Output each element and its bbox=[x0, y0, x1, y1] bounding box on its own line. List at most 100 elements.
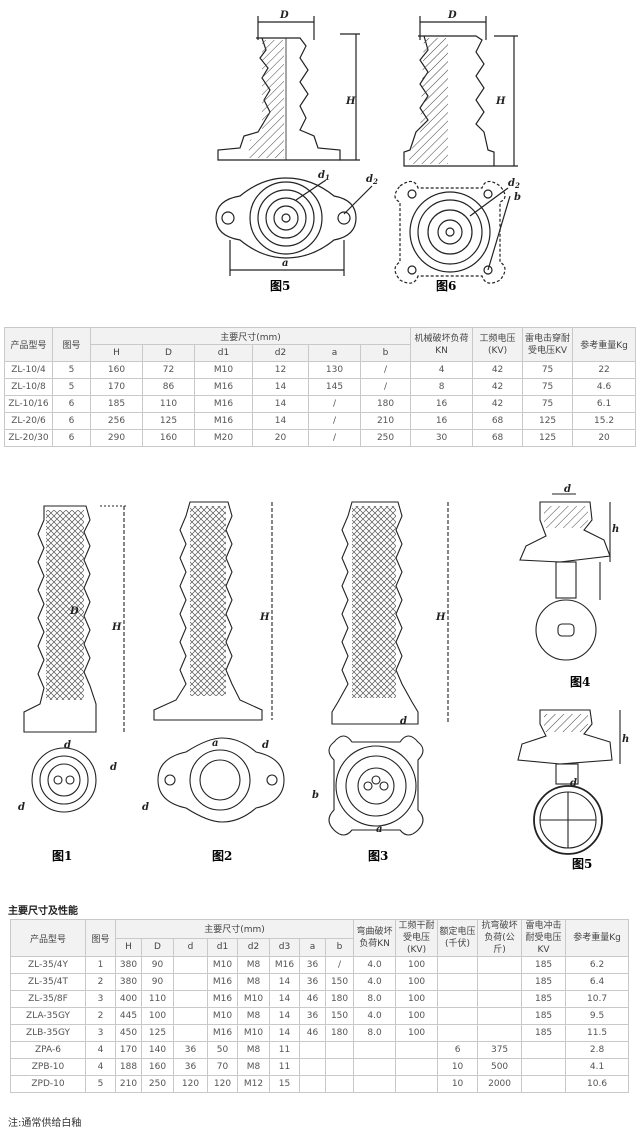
table-cell bbox=[395, 1041, 439, 1059]
table-cell: M12 bbox=[237, 1075, 270, 1093]
table-cell: 400 bbox=[115, 990, 142, 1008]
table-cell: ZL-35/4T bbox=[10, 973, 86, 991]
table-cell: / bbox=[308, 395, 361, 413]
table-cell: 14 bbox=[269, 973, 300, 991]
table-cell: 185 bbox=[521, 990, 567, 1008]
table-cell: 75 bbox=[522, 378, 574, 396]
table-cell: 185 bbox=[90, 395, 143, 413]
fig5-caption: 图5 bbox=[270, 279, 290, 293]
table-cell: 170 bbox=[115, 1041, 142, 1059]
table-cell: 250 bbox=[141, 1075, 174, 1093]
table-cell: M16 bbox=[194, 412, 253, 430]
t2-h-dims: 主要尺寸(mm) bbox=[114, 919, 355, 939]
table-cell: ZPB-10 bbox=[10, 1058, 86, 1076]
fig2-d2: d bbox=[262, 740, 269, 751]
fig6-plan bbox=[394, 180, 511, 284]
table-cell: 290 bbox=[90, 429, 143, 447]
table-cell: 8 bbox=[410, 378, 474, 396]
t2-h-bend2: 抗弯破坏负荷(公斤) bbox=[477, 919, 523, 957]
table-cell: 2000 bbox=[477, 1075, 523, 1093]
mid-figures: H D d d d 图1 H a d d 图2 H d b a 图3 d h 图… bbox=[18, 484, 629, 871]
table-cell bbox=[521, 1075, 567, 1093]
table-cell bbox=[477, 1024, 523, 1042]
table-cell: 4 bbox=[410, 361, 474, 379]
table-cell: 46 bbox=[299, 990, 326, 1008]
table-cell: 188 bbox=[115, 1058, 142, 1076]
table-cell bbox=[324, 1041, 355, 1059]
table-cell bbox=[173, 1007, 208, 1025]
table-cell: 42 bbox=[472, 378, 524, 396]
t1-sub-2: d1 bbox=[194, 344, 253, 362]
t2-h-freq: 工频干耐受电压(KV) bbox=[395, 919, 439, 957]
table-cell: 10 bbox=[437, 1075, 479, 1093]
table-cell: 11 bbox=[269, 1058, 300, 1076]
table-cell: 2 bbox=[85, 1007, 116, 1025]
table-cell: 15.2 bbox=[572, 412, 637, 430]
table-cell bbox=[353, 1075, 397, 1093]
fig4-elevation bbox=[519, 493, 611, 661]
fig4-caption: 图4 bbox=[570, 675, 590, 689]
table-cell: 16 bbox=[410, 395, 474, 413]
table-cell bbox=[437, 956, 479, 974]
table-cell: 185 bbox=[521, 1024, 567, 1042]
table-cell: 14 bbox=[252, 395, 309, 413]
t1-sub-0: H bbox=[90, 344, 143, 362]
t1-h-weight: 参考重量Kg bbox=[572, 327, 637, 362]
t2-h-fig: 图号 bbox=[85, 919, 116, 957]
fig3-H: H bbox=[435, 612, 446, 623]
table-cell: 68 bbox=[472, 412, 524, 430]
t1-h-mech: 机械破坏负荷KN bbox=[410, 327, 474, 362]
t2-h-model: 产品型号 bbox=[10, 919, 86, 957]
table-cell: 100 bbox=[395, 973, 439, 991]
table-cell bbox=[437, 973, 479, 991]
t1-sub-1: D bbox=[142, 344, 195, 362]
table-cell: / bbox=[308, 412, 361, 430]
table-cell: M16 bbox=[269, 956, 300, 974]
table-cell: 90 bbox=[141, 973, 174, 991]
table-cell: M8 bbox=[237, 973, 270, 991]
table-cell: 180 bbox=[324, 990, 355, 1008]
table-cell: 256 bbox=[90, 412, 143, 430]
t2-sub-6: a bbox=[299, 937, 326, 957]
t2-h-bend: 弯曲破坏负荷KN bbox=[353, 919, 397, 957]
table-cell bbox=[173, 973, 208, 991]
t2-h-impulse: 雷电冲击耐受电压KV bbox=[521, 919, 567, 957]
table-cell bbox=[299, 1041, 326, 1059]
t2-sub-7: b bbox=[324, 937, 355, 957]
table-cell: M8 bbox=[237, 956, 270, 974]
table-cell bbox=[521, 1041, 567, 1059]
table-cell: 4.0 bbox=[353, 956, 397, 974]
table-cell: 8.0 bbox=[353, 1024, 397, 1042]
t2-sub-3: d1 bbox=[207, 937, 238, 957]
table-cell: M16 bbox=[207, 1024, 238, 1042]
table-cell: 22 bbox=[572, 361, 637, 379]
table-cell: 180 bbox=[359, 395, 412, 413]
table-cell: 380 bbox=[115, 956, 142, 974]
table-cell: 14 bbox=[252, 378, 309, 396]
table-cell: 6.2 bbox=[565, 956, 630, 974]
table-cell: 160 bbox=[141, 1058, 174, 1076]
table-cell: M10 bbox=[194, 361, 253, 379]
table-cell: 150 bbox=[324, 1007, 355, 1025]
t1-sub-3: d2 bbox=[252, 344, 309, 362]
table-cell: 86 bbox=[142, 378, 195, 396]
table-cell: 130 bbox=[308, 361, 361, 379]
table-cell: 120 bbox=[173, 1075, 208, 1093]
table-cell: 5 bbox=[52, 378, 91, 396]
table-cell: 375 bbox=[477, 1041, 523, 1059]
section-title: 主要尺寸及性能 bbox=[8, 906, 78, 917]
table-cell: 6 bbox=[52, 429, 91, 447]
table-cell: ZL-35/8F bbox=[10, 990, 86, 1008]
fig5mid-d: d bbox=[570, 778, 577, 789]
t1-h-model: 产品型号 bbox=[4, 327, 53, 362]
table-cell: 75 bbox=[522, 395, 574, 413]
fig5-label-H: H bbox=[345, 96, 356, 107]
table-cell: 180 bbox=[324, 1024, 355, 1042]
footnote: 注:通常供给白釉 bbox=[8, 1118, 82, 1129]
table-cell: 72 bbox=[142, 361, 195, 379]
table-cell: 125 bbox=[522, 429, 574, 447]
table-cell: 70 bbox=[207, 1058, 238, 1076]
table-cell: M10 bbox=[237, 1024, 270, 1042]
table-cell: / bbox=[308, 429, 361, 447]
